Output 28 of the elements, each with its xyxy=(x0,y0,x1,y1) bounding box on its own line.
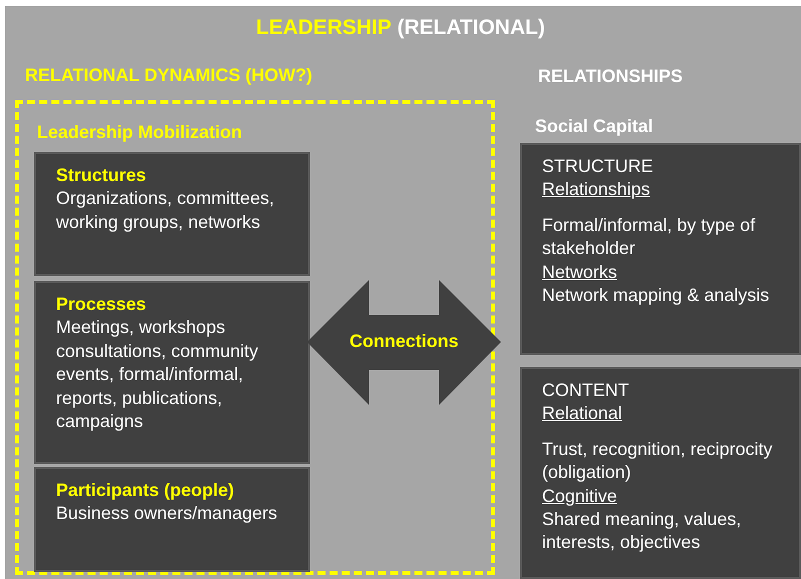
box-text: Network mapping & analysis xyxy=(542,284,770,307)
subheading: Networks xyxy=(542,260,618,284)
box-heading: Processes xyxy=(56,293,148,316)
subheading: Cognitive xyxy=(542,484,618,508)
text-box xyxy=(34,152,310,276)
box-heading: CONTENT xyxy=(542,379,630,402)
group-heading: Leadership Mobilization xyxy=(37,122,242,143)
box-text: Trust, recognition, reciprocity (obligation) xyxy=(542,438,774,484)
text-box xyxy=(520,143,801,355)
box-heading: Participants (people) xyxy=(56,479,236,502)
subheading: Relational xyxy=(542,402,622,426)
arrow-label: Connections xyxy=(348,331,460,352)
dashed-group-box xyxy=(15,100,495,575)
box-text: Business owners/managers xyxy=(56,502,278,526)
section-heading: RELATIONSHIPS xyxy=(538,66,683,87)
text-box xyxy=(34,467,310,572)
section-heading: RELATIONAL DYNAMICS (HOW?) xyxy=(25,65,312,86)
title: LEADERSHIP (RELATIONAL) xyxy=(255,16,546,40)
box-text: Formal/informal, by type of stakeholder xyxy=(542,214,756,260)
box-heading: STRUCTURE xyxy=(542,155,654,178)
box-text: Meetings, workshops consultations, community events, formal/informal, reports, publications, campaigns xyxy=(56,316,260,433)
text-box xyxy=(520,367,801,579)
box-heading: Structures xyxy=(56,164,148,187)
subheading: Relationships xyxy=(542,178,650,202)
box-text: Shared meaning, values, interests, objectives xyxy=(542,508,742,554)
subsection-heading: Social Capital xyxy=(535,116,654,137)
box-text: Organizations, committees, working groups, networks xyxy=(56,187,276,234)
text-box xyxy=(34,281,310,464)
